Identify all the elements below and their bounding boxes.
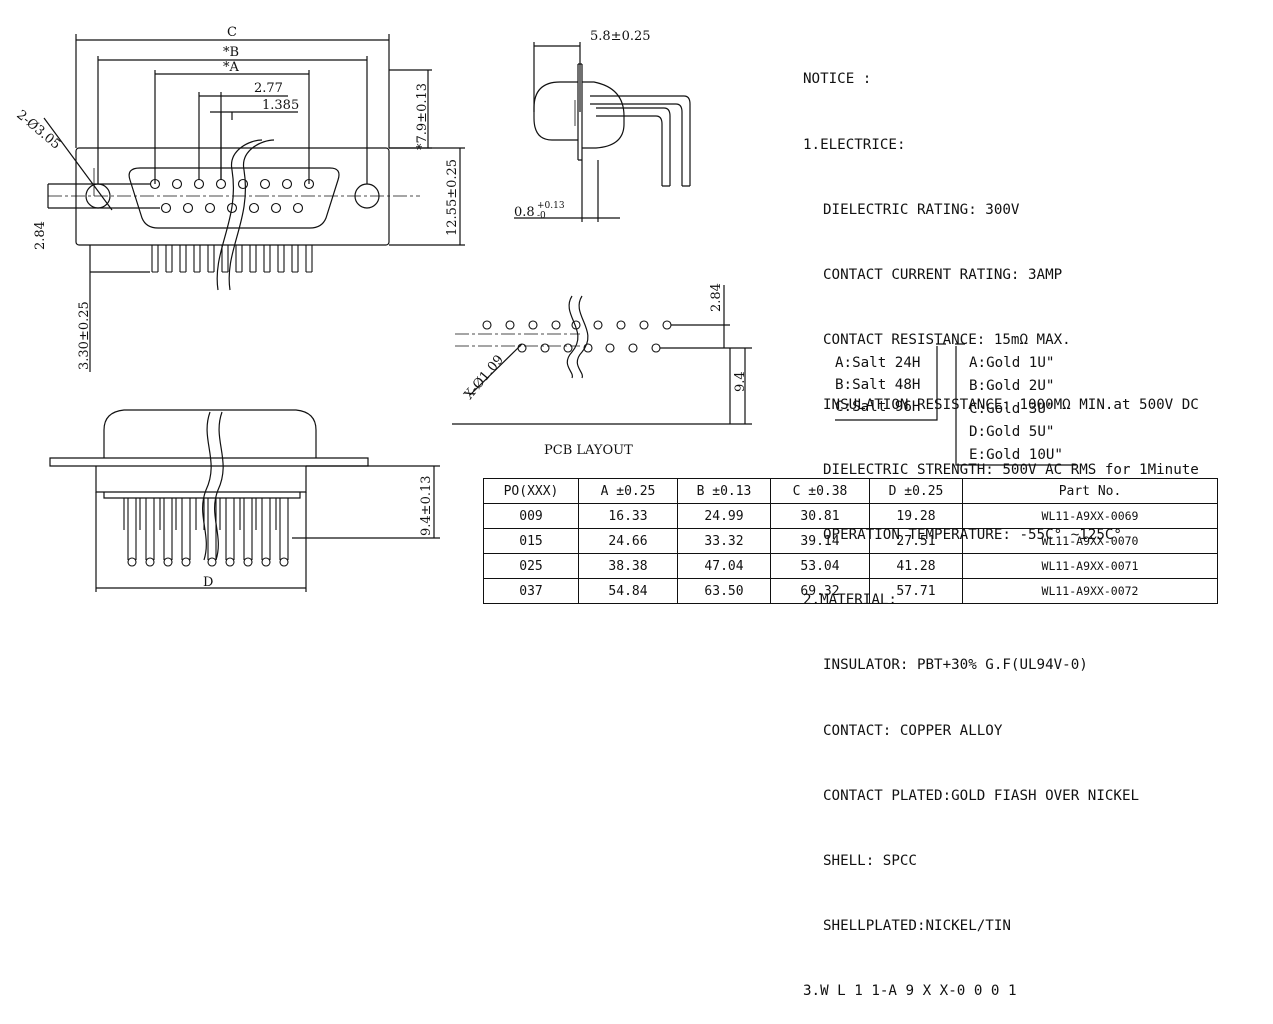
cell: 41.28 [869,553,963,579]
dim-pin: 9.4±0.13 [419,475,434,536]
salt-option: A:Salt 24H [835,355,921,371]
bottom-view [49,409,440,592]
material-item: CONTACT: COPPER ALLOY [823,722,1003,739]
cell: 30.81 [770,503,870,529]
gold-option: E:Gold 10U" [969,447,1063,463]
cell: 19.28 [869,503,963,529]
dim-flange-tol-low: -0 [537,211,546,221]
col-part-no: Part No. [962,478,1218,504]
cell: 69.32 [770,578,870,604]
col-c: C ±0.38 [770,478,870,504]
cell: WL11-A9XX-0070 [962,528,1218,554]
salt-option: C:Salt 96H [835,399,921,415]
pcb-layout-caption: PCB LAYOUT [544,443,633,458]
dim-shell: 12.55±0.25 [445,159,460,236]
material-item: SHELL: SPCC [823,852,917,869]
gold-option: C:Gold 3U" [969,401,1055,417]
col-d: D ±0.25 [869,478,963,504]
electric-item: DIELECTRIC RATING: 300V [823,201,1020,218]
cell: WL11-A9XX-0069 [962,503,1218,529]
cell: 33.32 [677,528,771,554]
cell: 38.38 [578,553,678,579]
dim-tail: 3.30±0.25 [77,301,92,370]
dim-half-pitch: 1.385 [262,98,299,113]
dim-a: *A [223,60,240,75]
dim-row: 2.84 [33,221,48,250]
part-code-line: 3.W L 1 1-A 9 X X-0 0 0 1 [803,982,1017,999]
dim-flange-tol: +0.13 [537,201,565,211]
cell: 015 [483,528,579,554]
cell: 16.33 [578,503,678,529]
table-row: 015 24.66 33.32 39.14 27.51 WL11-A9XX-00… [483,528,1218,554]
col-a: A ±0.25 [578,478,678,504]
table-row: 025 38.38 47.04 53.04 41.28 WL11-A9XX-00… [483,553,1218,579]
side-view [514,42,691,222]
material-item: INSULATOR: PBT+30% G.F(UL94V-0) [823,657,1088,674]
cell: WL11-A9XX-0071 [962,553,1218,579]
code-brackets [835,343,1076,466]
gold-option: A:Gold 1U" [969,355,1055,371]
dim-depth: 5.8±0.25 [590,29,651,44]
technical-drawing: C *B *A 2.77 1.385 2-Ø3.05 *7.9±0.13 12.… [13,25,1076,592]
electric-item: CONTACT CURRENT RATING: 3AMP [823,266,1063,283]
gold-option: B:Gold 2U" [969,378,1055,394]
cell: 57.71 [869,578,963,604]
cell: 27.51 [869,528,963,554]
notice-title: NOTICE : [803,71,872,88]
dim-d: D [203,575,213,590]
table-header-row: PO(XXX) A ±0.25 B ±0.13 C ±0.38 D ±0.25 … [483,478,1218,504]
cell: 037 [483,578,579,604]
pcb-dim-row: 2.84 [709,283,724,312]
pcb-dim-hole: X-Ø1.09 [462,352,507,402]
cell: 63.50 [677,578,771,604]
col-b: B ±0.13 [677,478,771,504]
dim-b: *B [223,45,239,60]
pcb-layout-view [452,285,752,425]
electric-heading: 1.ELECTRICE: [803,136,906,153]
electric-item: INSULATION RESISTANCE: 1000MΩ MIN.at 500… [823,396,1199,413]
electric-item: CONTACT RESISTANCE: 15mΩ MAX. [823,331,1071,348]
pcb-dim-offset: 9.4 [733,371,748,392]
salt-options: A:Salt 24H B:Salt 48H C:Salt 96H [835,352,924,418]
dim-mount-hole: 2-Ø3.05 [13,108,63,153]
cell: 54.84 [578,578,678,604]
cell: 53.04 [770,553,870,579]
dim-height: *7.9±0.13 [415,83,430,150]
front-view [43,34,465,372]
cell: WL11-A9XX-0072 [962,578,1218,604]
col-po: PO(XXX) [483,478,579,504]
cell: 025 [483,553,579,579]
cell: 24.99 [677,503,771,529]
material-item: SHELLPLATED:NICKEL/TIN [823,917,1011,934]
cell: 009 [483,503,579,529]
salt-option: B:Salt 48H [835,377,921,393]
gold-options: A:Gold 1U" B:Gold 2U" C:Gold 3U" D:Gold … [965,352,1063,467]
electric-item: DIELECTRIC STRENGTH: 500V AC RMS for 1Mi… [823,462,1199,479]
cell: 24.66 [578,528,678,554]
table-row: 009 16.33 24.99 30.81 19.28 WL11-A9XX-00… [483,503,1218,529]
part-number-table: PO(XXX) A ±0.25 B ±0.13 C ±0.38 D ±0.25 … [483,478,1218,604]
gold-option: D:Gold 5U" [969,424,1055,440]
material-item: CONTACT PLATED:GOLD FIASH OVER NICKEL [823,787,1140,804]
dim-c: C [227,25,237,40]
cell: 39.14 [770,528,870,554]
cell: 47.04 [677,553,771,579]
dim-pitch: 2.77 [254,81,283,96]
table-row: 037 54.84 63.50 69.32 57.71 WL11-A9XX-00… [483,578,1218,604]
dim-flange: 0.8 [514,205,535,220]
